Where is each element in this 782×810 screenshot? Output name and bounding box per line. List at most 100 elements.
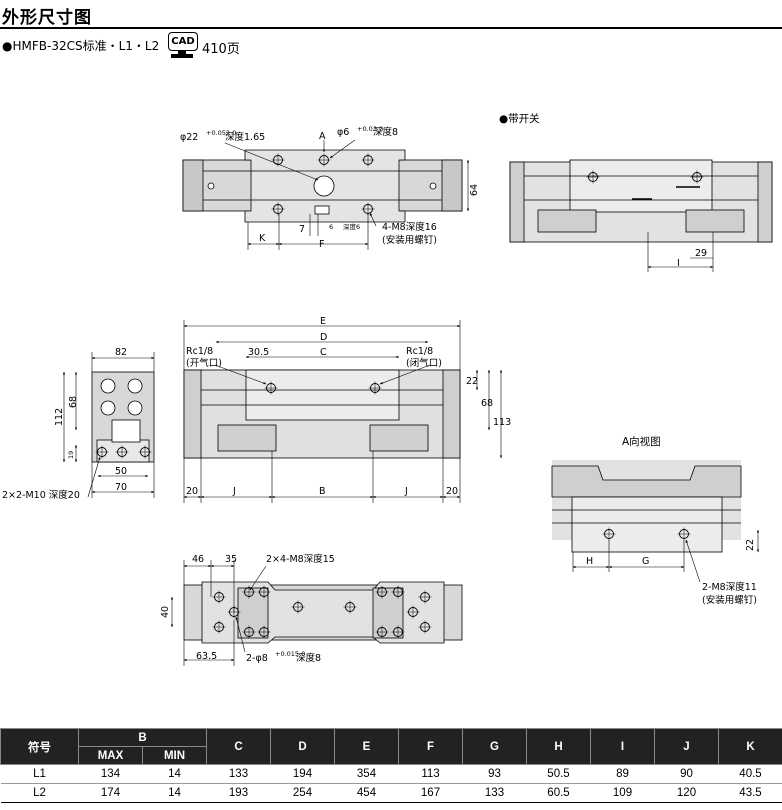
bottom-view	[183, 581, 463, 644]
dim-20-a: 20	[186, 486, 198, 497]
cell-g: 93	[462, 764, 527, 784]
dim-22-b: 22	[745, 539, 756, 551]
dim-35: 35	[225, 554, 237, 565]
top-view	[182, 149, 463, 223]
a-view	[551, 460, 742, 553]
cell-k: 43.5	[718, 783, 782, 803]
th-b-min: MIN	[142, 746, 207, 765]
th-i: I	[590, 728, 655, 765]
label-with-switch: ●带开关	[499, 112, 540, 125]
label-4m8-note: (安装用螺钉)	[382, 234, 437, 246]
th-g: G	[462, 728, 527, 765]
th-f: F	[398, 728, 463, 765]
table-row: L2 174 14 193 254 454 167 133 60.5 109 1…	[0, 783, 782, 803]
side-view	[91, 371, 155, 463]
th-j: J	[654, 728, 719, 765]
dim-b: B	[319, 486, 326, 497]
dim-30-5: 30.5	[248, 347, 269, 358]
label-port-open: Rc1/8	[186, 346, 213, 357]
cell-d: 194	[270, 764, 335, 784]
dim-50: 50	[115, 466, 127, 477]
dim-e: E	[320, 316, 326, 327]
cell-i: 109	[590, 783, 655, 803]
cell-h: 60.5	[526, 783, 591, 803]
label-phi6-depth: 深度8	[373, 126, 398, 138]
cad-icon[interactable]: CAD	[168, 32, 198, 59]
th-model: 符号	[0, 728, 79, 765]
th-b: B	[78, 728, 207, 747]
cell-f: 113	[398, 764, 463, 784]
dim-f: F	[319, 239, 324, 250]
front-view	[183, 369, 461, 459]
dim-g: G	[642, 556, 649, 567]
label-2m8: 2-M8深度11	[702, 581, 757, 593]
label-phi8: 2-φ8	[246, 653, 268, 664]
label-port-open-note: (开气口)	[186, 357, 222, 369]
label-phi6: φ6	[337, 127, 349, 138]
dim-d: D	[320, 332, 327, 343]
dim-22: 22	[466, 376, 478, 387]
dimension-drawing: φ22 +0.052 0 深度1.65 A φ6 +0.03 0 深度8 64 …	[2, 112, 773, 666]
dim-64: 64	[469, 184, 480, 196]
top-view-dims	[224, 139, 470, 250]
dim-7: 7	[299, 224, 305, 235]
label-2x2m10: 2×2-M10 深度20	[2, 489, 80, 501]
dim-40: 40	[160, 606, 171, 618]
dim-h: H	[586, 556, 593, 567]
label-phi22-depth: 深度1.65	[225, 131, 265, 143]
cell-model: L1	[0, 764, 79, 784]
th-b-max: MAX	[78, 746, 143, 765]
dim-46: 46	[192, 554, 204, 565]
cell-f: 167	[398, 783, 463, 803]
cell-b-min: 14	[142, 764, 207, 784]
th-k: K	[718, 728, 782, 765]
model-subtitle: ●HMFB-32CS标准・L1・L2	[2, 39, 160, 53]
cell-d: 254	[270, 783, 335, 803]
dim-j-1: J	[232, 486, 236, 497]
dim-c: C	[320, 347, 327, 358]
cell-j: 120	[654, 783, 719, 803]
label-2x4m8: 2×4-M8深度15	[266, 553, 335, 565]
dim-70: 70	[115, 482, 127, 493]
cell-e: 354	[334, 764, 399, 784]
cad-page-ref[interactable]: 410页	[202, 42, 240, 57]
dim-19: 19	[67, 451, 75, 459]
cell-h: 50.5	[526, 764, 591, 784]
dim-j-2: J	[404, 486, 408, 497]
switch-view	[509, 159, 773, 243]
th-d: D	[270, 728, 335, 765]
cell-e: 454	[334, 783, 399, 803]
cell-j: 90	[654, 764, 719, 784]
label-phi8-depth: 深度8	[296, 652, 321, 664]
dim-68: 68	[68, 396, 79, 408]
th-e: E	[334, 728, 399, 765]
label-view-a-title: A向视图	[622, 435, 661, 448]
dim-6-depth: 深度6	[343, 222, 360, 231]
label-phi22: φ22	[180, 132, 198, 143]
label-port-close: Rc1/8	[406, 346, 433, 357]
cell-g: 133	[462, 783, 527, 803]
dim-6: 6	[329, 223, 333, 231]
th-h: H	[526, 728, 591, 765]
label-view-a: A	[319, 131, 326, 142]
dim-20-b: 20	[446, 486, 458, 497]
cad-label: CAD	[168, 32, 198, 51]
page-title: 外形尺寸图	[2, 8, 92, 28]
cell-b-max: 134	[78, 764, 143, 784]
th-c: C	[206, 728, 271, 765]
cell-i: 89	[590, 764, 655, 784]
dimension-table: 符号 B C D E F G H I J K MAX MIN L1 134 14…	[0, 728, 782, 803]
dim-82: 82	[115, 347, 127, 358]
cell-model: L2	[0, 783, 79, 803]
cell-c: 133	[206, 764, 271, 784]
dim-112: 112	[54, 408, 65, 426]
cell-b-min: 14	[142, 783, 207, 803]
label-phi8-tol: +0.015 0	[275, 650, 305, 658]
title-rule	[0, 27, 782, 29]
dim-68-b: 68	[481, 398, 493, 409]
label-phi6-tol: +0.03 0	[357, 125, 383, 133]
dim-k: K	[259, 233, 266, 244]
dim-113: 113	[493, 417, 511, 428]
dim-63-5: 63.5	[196, 651, 217, 662]
label-port-close-note: (闭气口)	[406, 357, 442, 369]
